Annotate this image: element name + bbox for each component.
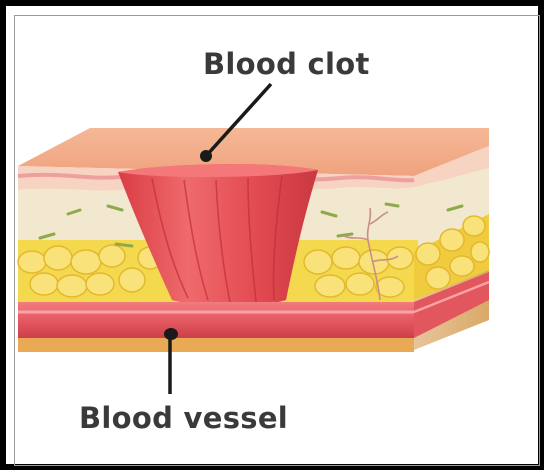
blood-clot-label: Blood clot [203,47,370,81]
blood-vessel-pointer [164,328,178,394]
blood-vessel-label: Blood vessel [79,401,288,435]
